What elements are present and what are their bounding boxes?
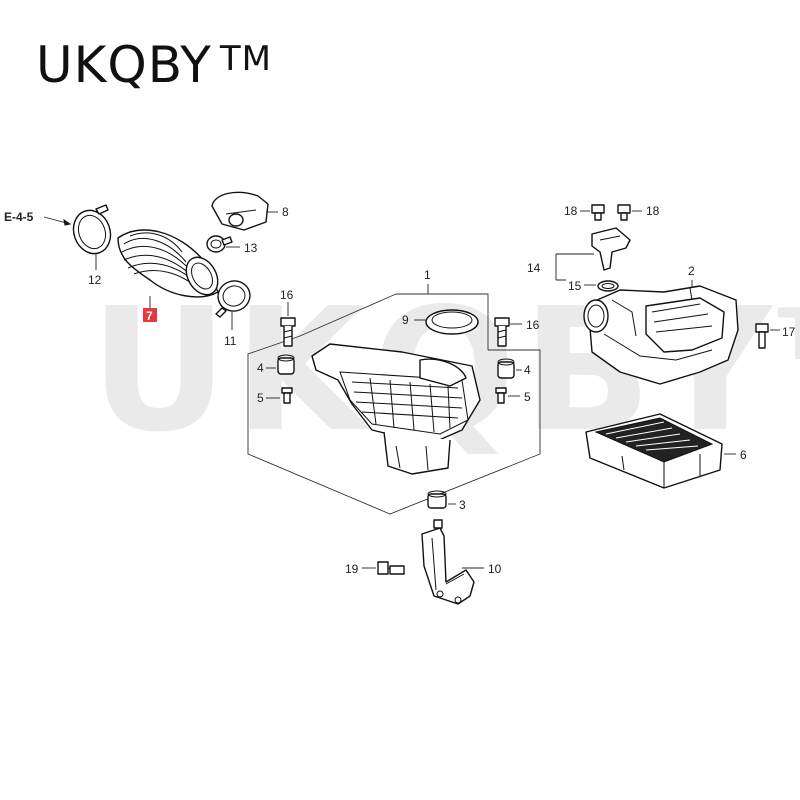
callout-18-right: 18 [646, 204, 660, 218]
part-11-clamp [215, 280, 251, 318]
part-14-sensor [591, 227, 631, 271]
callout-4-right: 4 [524, 363, 531, 377]
part-16-bolt-left [280, 317, 296, 347]
callout-18-left: 18 [564, 204, 578, 218]
part-6-air-filter [585, 413, 723, 489]
callout-4-left: 4 [257, 361, 264, 375]
part-10-bracket [421, 519, 475, 605]
part-2-upper-cover [583, 285, 739, 385]
watermark-trademark: TM [778, 294, 800, 376]
callout-2: 2 [688, 264, 695, 278]
brand-trademark: TM [219, 39, 272, 79]
reference-label: E-4-5 [4, 210, 34, 224]
callout-15: 15 [568, 279, 582, 293]
brand-name: UKQBY [36, 36, 212, 94]
part-4-grommet-right [497, 358, 515, 379]
callout-16-right: 16 [526, 318, 540, 332]
part-4-grommet-left [277, 354, 295, 375]
callout-14: 14 [527, 261, 541, 275]
callout-5-left: 5 [257, 391, 264, 405]
callout-3: 3 [459, 498, 466, 512]
callout-1: 1 [424, 268, 431, 282]
part-3-grommet [427, 490, 447, 509]
callout-16-left: 16 [280, 288, 294, 302]
part-8-resonator [211, 191, 269, 231]
part-19-bolt [377, 561, 405, 575]
part-18-screw-right [617, 204, 631, 221]
callout-6: 6 [740, 448, 747, 462]
callout-19: 19 [345, 562, 359, 576]
part-16-bolt-right [494, 317, 510, 347]
callout-7: 7 [146, 309, 153, 323]
callout-8: 8 [282, 205, 289, 219]
callout-7-highlight [143, 308, 157, 322]
part-13-clamp [206, 235, 233, 253]
callout-13: 13 [244, 241, 258, 255]
leader-14 [555, 253, 594, 281]
part-18-screw-left [591, 204, 605, 221]
callout-9: 9 [402, 313, 409, 327]
callout-5-right: 5 [524, 390, 531, 404]
reference-arrow [63, 218, 72, 226]
part-5-collar-right [495, 387, 507, 404]
part-5-collar-left [281, 387, 293, 404]
part-1-lower-housing [311, 343, 481, 475]
callout-17: 17 [782, 325, 796, 339]
callout-10: 10 [488, 562, 502, 576]
callout-11: 11 [224, 334, 237, 348]
part-12-clamp [72, 204, 112, 255]
part-9-seal [425, 309, 479, 335]
part-15-oring [597, 280, 619, 292]
callout-12: 12 [88, 273, 102, 287]
part-17-bolt [755, 323, 769, 349]
part-7-intake-duct [117, 229, 219, 298]
